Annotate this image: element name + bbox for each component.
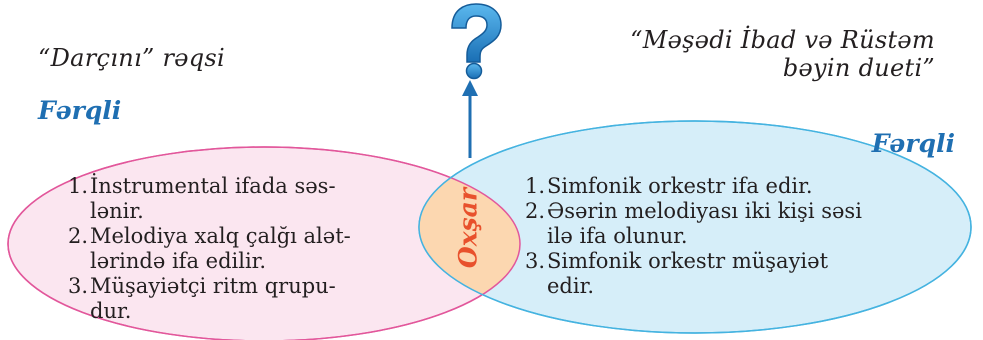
item-line: Müşayiətçi ritm qrupu-	[90, 274, 336, 298]
item-line: ilə ifa olunur.	[547, 224, 688, 248]
left-difference-heading: Fərqli	[38, 96, 122, 125]
right-ellipse-outline	[418, 120, 972, 334]
right-difference-list: 1. Simfonik orkestr ifa edir. 2. Əsərin …	[525, 174, 915, 299]
item-line: lərində ifa edilir.	[90, 249, 267, 273]
right-title: “Məşədi İbad və Rüstəm bəyin dueti”	[630, 26, 935, 82]
similar-label: Oxşar	[453, 187, 483, 269]
item-line: edir.	[547, 274, 594, 298]
item-line: dur.	[90, 299, 132, 323]
item-number: 3.	[525, 249, 546, 273]
list-item: 2. Əsərin melodiyası iki kişi səsi ilə i…	[525, 199, 915, 249]
list-item: 3. Müşayiətçi ritm qrupu- dur.	[68, 274, 418, 324]
left-title: “Darçını” rəqsi	[38, 44, 225, 72]
item-number: 2.	[68, 224, 89, 248]
item-number: 3.	[68, 274, 89, 298]
item-number: 1.	[525, 174, 546, 198]
list-item: 1. Simfonik orkestr ifa edir.	[525, 174, 915, 199]
item-line: İnstrumental ifada səs-	[90, 174, 336, 198]
item-number: 2.	[525, 199, 546, 223]
item-line: Əsərin melodiyası iki kişi səsi	[547, 199, 862, 223]
item-line: lənir.	[90, 199, 144, 223]
item-line: Melodiya xalq çalğı alət-	[90, 224, 351, 248]
item-number: 1.	[68, 174, 89, 198]
list-item: 1. İnstrumental ifada səs- lənir.	[68, 174, 418, 224]
item-line: Simfonik orkestr ifa edir.	[547, 174, 813, 198]
list-item: 2. Melodiya xalq çalğı alət- lərində ifa…	[68, 224, 418, 274]
right-difference-heading: Fərqli	[871, 129, 955, 158]
item-line: Simfonik orkestr müşayiət	[547, 249, 829, 273]
left-difference-list: 1. İnstrumental ifada səs- lənir. 2. Mel…	[68, 174, 418, 324]
right-title-line-2: bəyin dueti”	[782, 54, 935, 82]
question-mark-icon	[451, 3, 502, 80]
up-arrow	[462, 80, 478, 158]
left-ellipse-outline	[7, 146, 521, 340]
right-title-line-1: “Məşədi İbad və Rüstəm	[630, 26, 935, 54]
list-item: 3. Simfonik orkestr müşayiət edir.	[525, 249, 915, 299]
